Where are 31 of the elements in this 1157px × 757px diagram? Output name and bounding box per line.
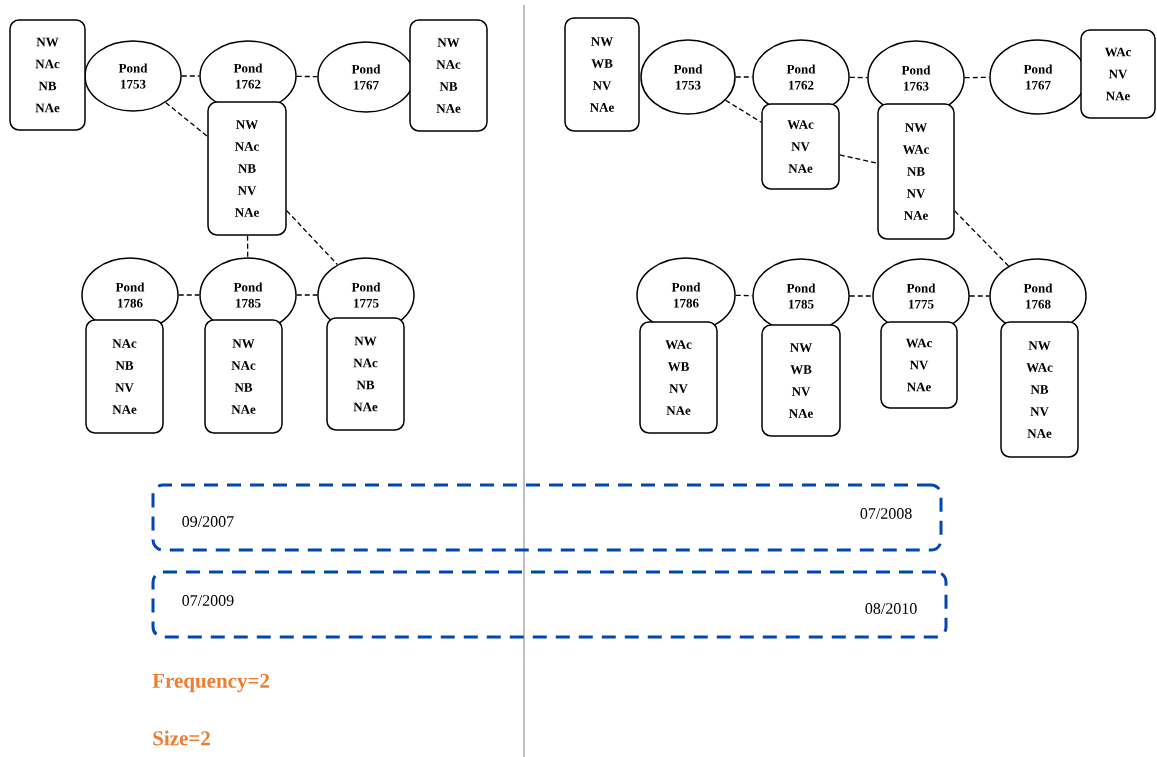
connector-line <box>839 154 878 164</box>
connector-line <box>724 99 762 123</box>
date-range-box: 07/2009 08/2010 <box>151 570 948 639</box>
species-box: NW WAc NB NV NAe <box>877 103 955 240</box>
connector-line <box>178 294 200 296</box>
species-box: NW NAc NB NAe <box>204 319 283 434</box>
species-box: NW WB NV NAe <box>564 17 640 132</box>
connector-line <box>286 210 338 266</box>
connector-line <box>969 295 990 297</box>
connector-line <box>296 294 318 296</box>
connector-line <box>849 76 868 79</box>
date-range-box: 09/2007 07/2008 <box>151 483 943 552</box>
connector-line <box>954 210 1010 267</box>
species-box: NW NAc NB NAe <box>9 19 86 131</box>
species-box: NW NAc NB NAe <box>326 317 405 431</box>
species-box: WAc NV NAe <box>761 103 840 190</box>
species-box: WAc NV NAe <box>1080 29 1156 119</box>
connector-line <box>165 101 208 137</box>
species-box: NW WAc NB NV NAe <box>1000 321 1079 458</box>
connector-line <box>246 235 249 258</box>
connector-line <box>296 75 318 78</box>
metric-label: Size=2 <box>153 730 210 746</box>
species-box: NW NAc NB NV NAe <box>207 101 287 236</box>
connector-line <box>849 295 873 297</box>
species-box: WAc WB NV NAe <box>639 321 718 434</box>
metric-label: Frequency=2 <box>152 673 270 693</box>
species-box: WAc NV NAe <box>880 321 958 409</box>
species-box: NW NAc NB NAe <box>409 19 488 132</box>
species-box: NAc NB NV NAe <box>85 319 164 434</box>
species-box: NW WB NV NAe <box>761 324 841 437</box>
connector-line <box>181 75 200 77</box>
